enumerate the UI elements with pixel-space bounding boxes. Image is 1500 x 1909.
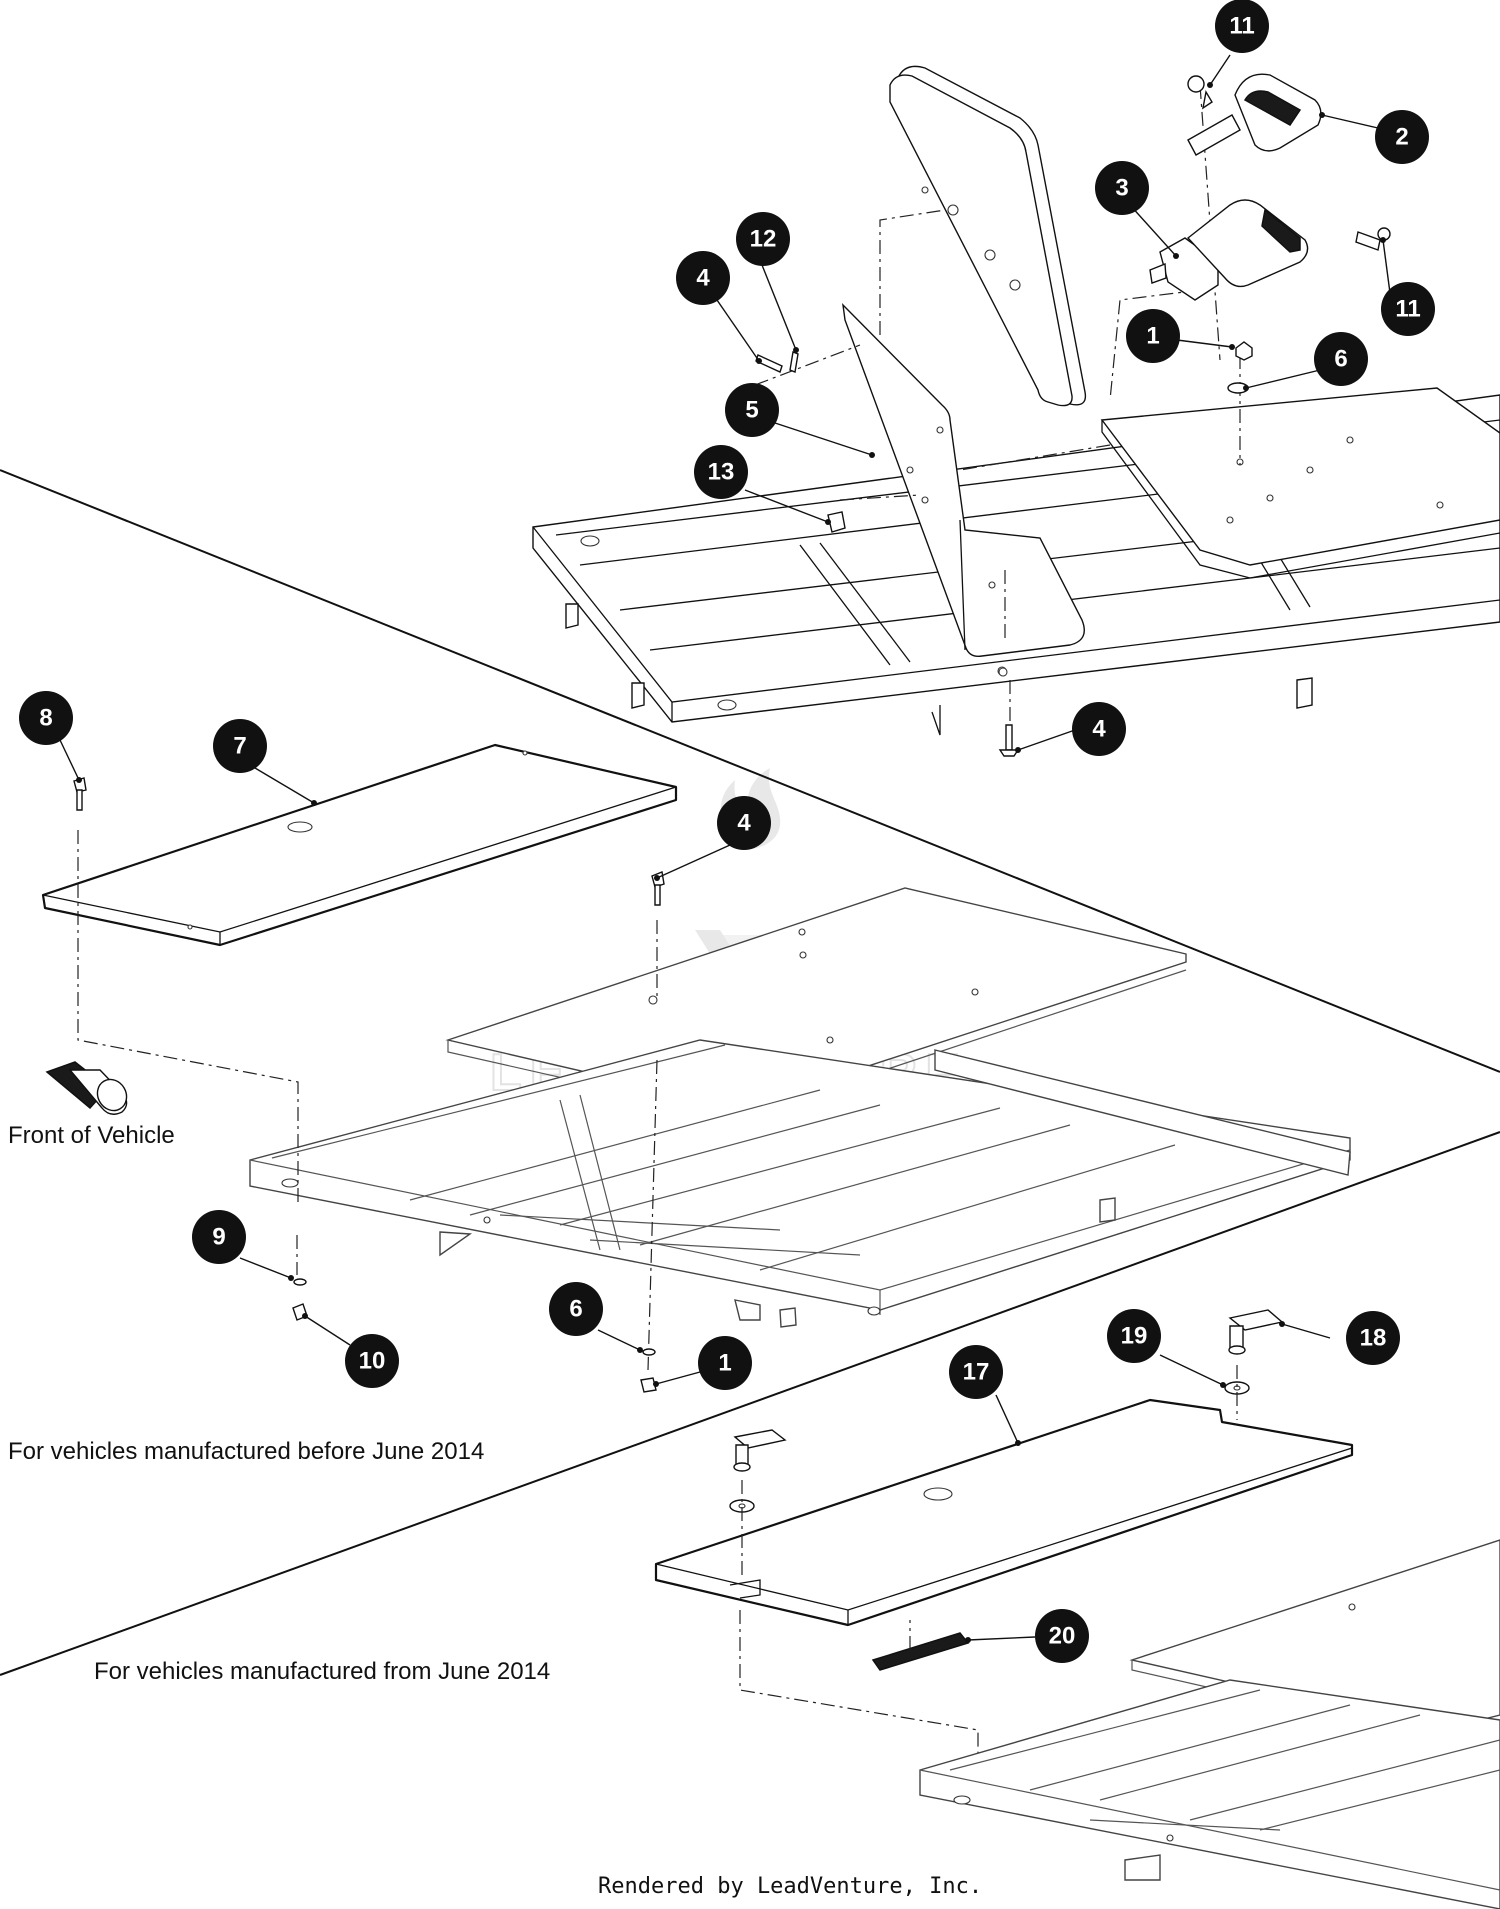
svg-text:20: 20 (1049, 1623, 1076, 1650)
section-divider-bottom (0, 1131, 1500, 1676)
seat-cover-panel-new (654, 1398, 1354, 1627)
callout-5: 5 (725, 383, 779, 437)
svg-text:5: 5 (745, 397, 758, 424)
svg-text:9: 9 (212, 1224, 225, 1251)
middle-side-rail (934, 1049, 1351, 1176)
svg-text:4: 4 (737, 810, 751, 837)
top-assembly (532, 65, 1500, 757)
section-divider-top (0, 469, 1500, 1073)
callout-13: 13 (694, 445, 748, 499)
svg-text:3: 3 (1115, 175, 1128, 202)
callout-6-top: 6 (1314, 332, 1368, 386)
svg-text:4: 4 (696, 265, 710, 292)
seat-cover-panel (41, 743, 678, 947)
svg-text:7: 7 (233, 733, 246, 760)
seat-base-plate (1100, 387, 1500, 579)
svg-text:12: 12 (750, 226, 777, 253)
middle-assembly (41, 743, 1351, 1393)
middle-frame (249, 1039, 1351, 1328)
callout-1-top: 1 (1126, 309, 1180, 363)
callout-18: 18 (1346, 1311, 1400, 1365)
callout-3: 3 (1095, 161, 1149, 215)
callout-20: 20 (1035, 1609, 1089, 1663)
svg-text:17: 17 (963, 1359, 990, 1386)
svg-text:4: 4 (1092, 716, 1106, 743)
callout-4-bottom: 4 (1072, 702, 1126, 756)
svg-text:11: 11 (1229, 13, 1254, 40)
svg-text:10: 10 (359, 1348, 386, 1375)
callout-12: 12 (736, 212, 790, 266)
svg-text:18: 18 (1360, 1325, 1387, 1352)
svg-text:8: 8 (39, 705, 52, 732)
callout-10: 10 (345, 1334, 399, 1388)
top-hardware (755, 351, 1020, 757)
front-of-vehicle-arrow-icon (45, 1061, 128, 1115)
callout-6-middle: 6 (549, 1282, 603, 1336)
seat-back-cushion (889, 65, 1087, 407)
callout-4-middle: 4 (717, 796, 771, 850)
callout-8: 8 (19, 691, 73, 745)
before-june-2014-label: For vehicles manufactured before June 20… (8, 1438, 485, 1465)
bracket-plate (871, 1632, 970, 1671)
callout-2: 2 (1375, 110, 1429, 164)
svg-text:11: 11 (1395, 296, 1420, 323)
callout-11-top: 11 (1215, 0, 1269, 53)
svg-text:19: 19 (1121, 1323, 1148, 1350)
callout-7: 7 (213, 719, 267, 773)
svg-text:6: 6 (569, 1296, 582, 1323)
from-june-2014-label: For vehicles manufactured from June 2014 (94, 1658, 551, 1685)
callout-19: 19 (1107, 1309, 1161, 1363)
callout-17: 17 (949, 1345, 1003, 1399)
bottom-assembly (654, 1309, 1500, 1909)
callout-11-right: 11 (1381, 282, 1435, 336)
svg-text:1: 1 (718, 1350, 731, 1377)
callout-4-top: 4 (676, 251, 730, 305)
latch-assembly (1149, 73, 1391, 394)
latch-pin-left (729, 1429, 787, 1580)
callout-9: 9 (192, 1210, 246, 1264)
callout-leaders (59, 54, 1391, 1643)
svg-text:1: 1 (1146, 323, 1159, 350)
svg-text:13: 13 (708, 459, 735, 486)
footer-credit: Rendered by LeadVenture, Inc. (598, 1874, 983, 1899)
svg-text:6: 6 (1334, 346, 1347, 373)
front-of-vehicle-label: Front of Vehicle (8, 1122, 175, 1149)
svg-text:2: 2 (1395, 124, 1408, 151)
bottom-frame (919, 1679, 1500, 1909)
callout-1-middle: 1 (698, 1336, 752, 1390)
latch-pin-right (1224, 1309, 1284, 1420)
divider-panel (842, 303, 1085, 677)
